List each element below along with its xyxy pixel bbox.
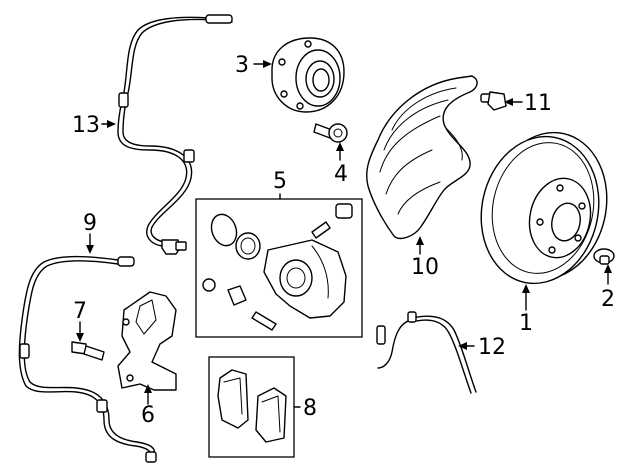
hub-bolt <box>313 123 348 143</box>
callout-8: 8 <box>303 396 317 421</box>
abs-sensor-wire-lower <box>18 255 157 463</box>
callout-11: 11 <box>524 91 552 116</box>
caliper-kit-box <box>195 198 363 338</box>
callout-12: 12 <box>478 335 506 360</box>
callout-10: 10 <box>411 255 439 280</box>
callout-4: 4 <box>334 162 348 187</box>
callout-6: 6 <box>141 403 155 428</box>
callout-1: 1 <box>519 311 533 336</box>
callout-13: 13 <box>72 113 100 138</box>
callout-5: 5 <box>273 169 287 194</box>
caliper-bracket <box>117 291 177 391</box>
brake-pads-box <box>208 356 295 458</box>
leader-lines <box>76 60 612 408</box>
rotor-screw <box>593 248 615 265</box>
bracket-bolt <box>71 341 105 361</box>
abs-sensor-wire-upper <box>117 14 233 255</box>
wheel-hub-bearing <box>271 37 345 113</box>
callout-2: 2 <box>601 287 615 312</box>
brake-rotor <box>480 131 608 285</box>
callout-7: 7 <box>73 299 87 324</box>
brake-wear-sensor <box>376 311 477 394</box>
callout-labels: 1 2 3 4 5 6 7 8 9 10 11 12 13 <box>72 53 615 428</box>
callout-3: 3 <box>235 53 249 78</box>
callout-9: 9 <box>83 211 97 236</box>
splash-shield <box>366 75 478 240</box>
shield-bolt <box>480 91 507 111</box>
